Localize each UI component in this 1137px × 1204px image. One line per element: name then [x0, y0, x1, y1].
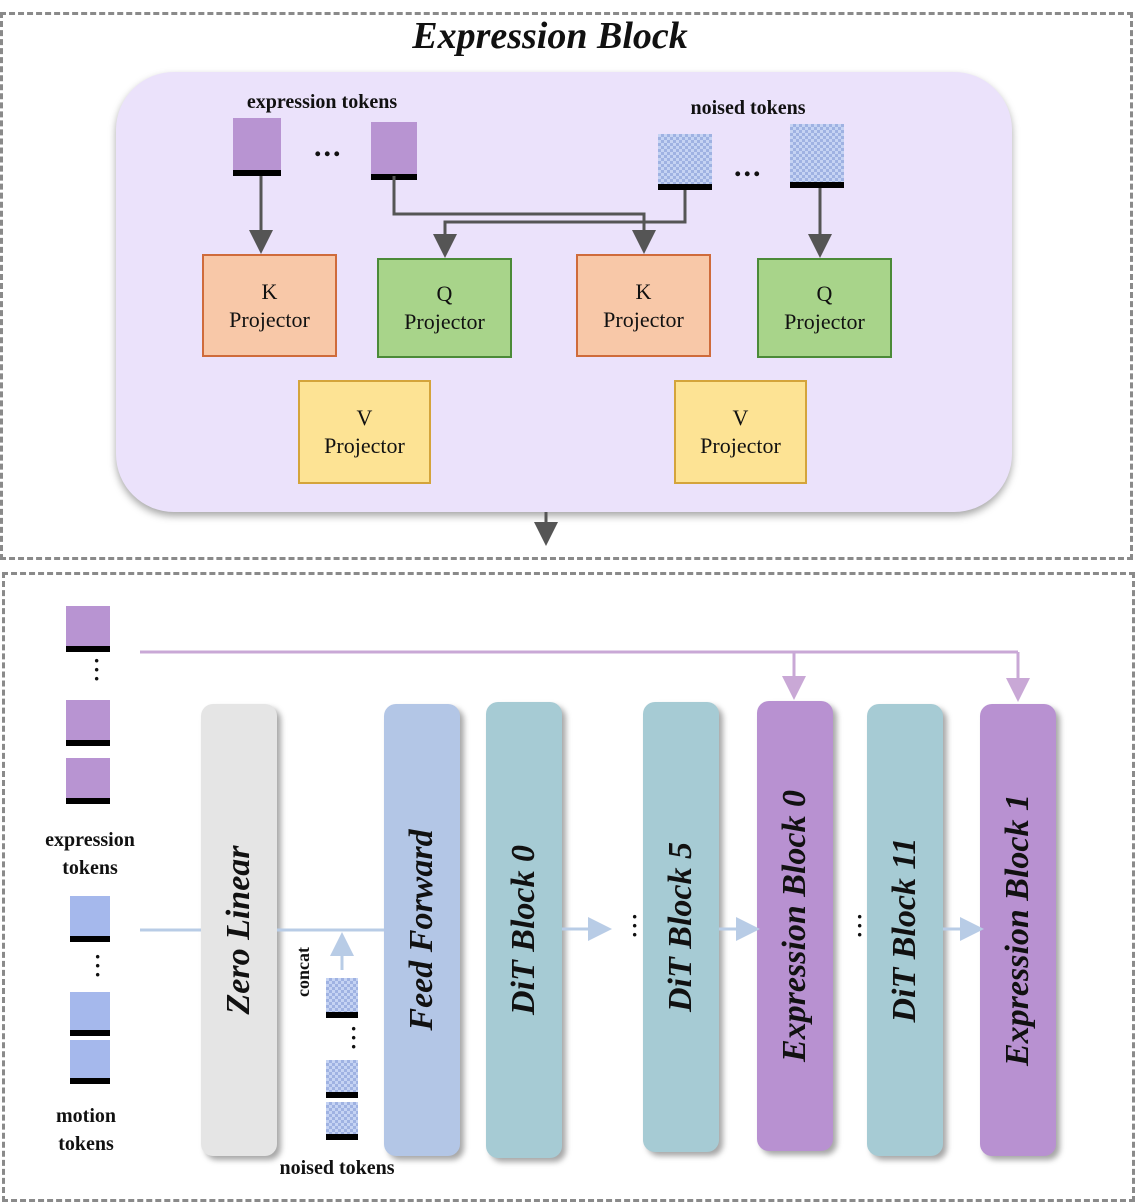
vertical-ellipsis: ··· — [94, 944, 102, 987]
feed-forward-block: Feed Forward — [384, 704, 460, 1156]
expression-block-panel — [0, 12, 1133, 560]
motion-token — [70, 896, 110, 936]
projector-letter: V — [356, 405, 373, 430]
projector-word: Projector — [324, 433, 405, 458]
vertical-ellipsis: ··· — [350, 1016, 358, 1059]
ellipsis: ... — [734, 150, 763, 183]
dit-block-5: DiT Block 5 — [643, 702, 719, 1152]
expression-tokens-label-bottom: expression tokens — [45, 829, 135, 879]
vertical-ellipsis: ··· — [93, 648, 101, 691]
v-projector-left: V Projector — [298, 380, 431, 484]
motion-tokens-label: motion tokens — [56, 1105, 116, 1155]
pipeline-panel — [2, 572, 1135, 1202]
q-projector-left: Q Projector — [377, 258, 512, 358]
k-projector-right: K Projector — [576, 254, 711, 357]
expression-token — [233, 118, 281, 170]
projector-word: Projector — [229, 306, 310, 332]
noised-token — [326, 1060, 358, 1092]
expression-tokens-label: expression tokens — [246, 91, 398, 113]
motion-token — [70, 992, 110, 1030]
expression-block-0: Expression Block 0 — [757, 701, 833, 1151]
noised-tokens-label-bottom: noised tokens — [279, 1157, 395, 1179]
ellipsis: ... — [314, 130, 343, 163]
dit-block-0: DiT Block 0 — [486, 702, 562, 1158]
expression-token — [66, 758, 110, 798]
expression-block-title: Expression Block — [412, 15, 688, 57]
projector-letter: Q — [436, 281, 453, 306]
projector-letter: K — [635, 278, 652, 304]
k-projector-left: K Projector — [202, 254, 337, 357]
projector-word: Projector — [603, 306, 684, 332]
expression-token — [66, 700, 110, 740]
zero-linear-block: Zero Linear — [201, 704, 277, 1156]
q-projector-right: Q Projector — [757, 258, 892, 358]
projector-word: Projector — [404, 309, 485, 334]
projector-letter: Q — [816, 281, 833, 306]
dit-block-11: DiT Block 11 — [867, 704, 943, 1156]
noised-tokens-label: noised tokens — [690, 97, 806, 119]
motion-token — [70, 1040, 110, 1078]
projector-letter: K — [261, 278, 278, 304]
projector-letter: V — [732, 405, 749, 430]
vertical-ellipsis: ··· — [856, 904, 864, 947]
projector-word: Projector — [700, 433, 781, 458]
noised-token — [326, 1102, 358, 1134]
noised-token — [658, 134, 712, 184]
expression-block-1: Expression Block 1 — [980, 704, 1056, 1156]
v-projector-right: V Projector — [674, 380, 807, 484]
vertical-ellipsis: ··· — [631, 904, 639, 947]
noised-token — [790, 124, 844, 182]
expression-token — [66, 606, 110, 646]
noised-token — [326, 978, 358, 1012]
expression-token — [371, 122, 417, 174]
projector-word: Projector — [784, 309, 865, 334]
